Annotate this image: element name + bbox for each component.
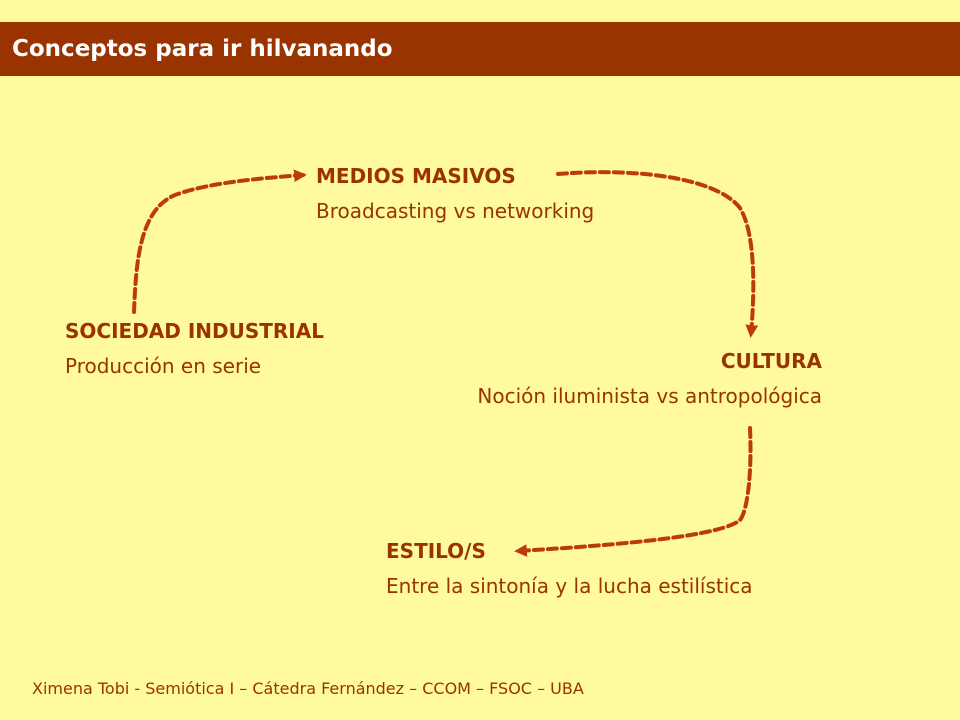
arrow-cultura-to-estilo xyxy=(514,426,753,557)
arrow-sociedad-to-medios xyxy=(132,169,307,314)
concept-cultura: CULTURA Noción iluminista vs antropológi… xyxy=(477,348,822,409)
title-bar: Conceptos para ir hilvanando xyxy=(0,22,960,76)
arrow-medios-to-cultura xyxy=(556,170,759,338)
footer-credit: Ximena Tobi - Semiótica I – Cátedra Fern… xyxy=(32,679,584,698)
concept-subtitle: Noción iluminista vs antropológica xyxy=(477,384,822,408)
page-title: Conceptos para ir hilvanando xyxy=(12,36,393,62)
concept-title: SOCIEDAD INDUSTRIAL xyxy=(65,319,324,343)
concept-title: CULTURA xyxy=(720,349,822,373)
concept-estilos: ESTILO/S Entre la sintonía y la lucha es… xyxy=(386,538,753,599)
concept-title: MEDIOS MASIVOS xyxy=(316,164,516,188)
concept-medios-masivos: MEDIOS MASIVOS Broadcasting vs networkin… xyxy=(316,163,594,224)
concept-sociedad-industrial: SOCIEDAD INDUSTRIAL Producción en serie xyxy=(65,318,324,379)
concept-subtitle: Entre la sintonía y la lucha estilística xyxy=(386,574,753,598)
concept-subtitle: Producción en serie xyxy=(65,354,262,378)
concept-subtitle: Broadcasting vs networking xyxy=(316,199,595,223)
concept-title: ESTILO/S xyxy=(386,539,486,563)
